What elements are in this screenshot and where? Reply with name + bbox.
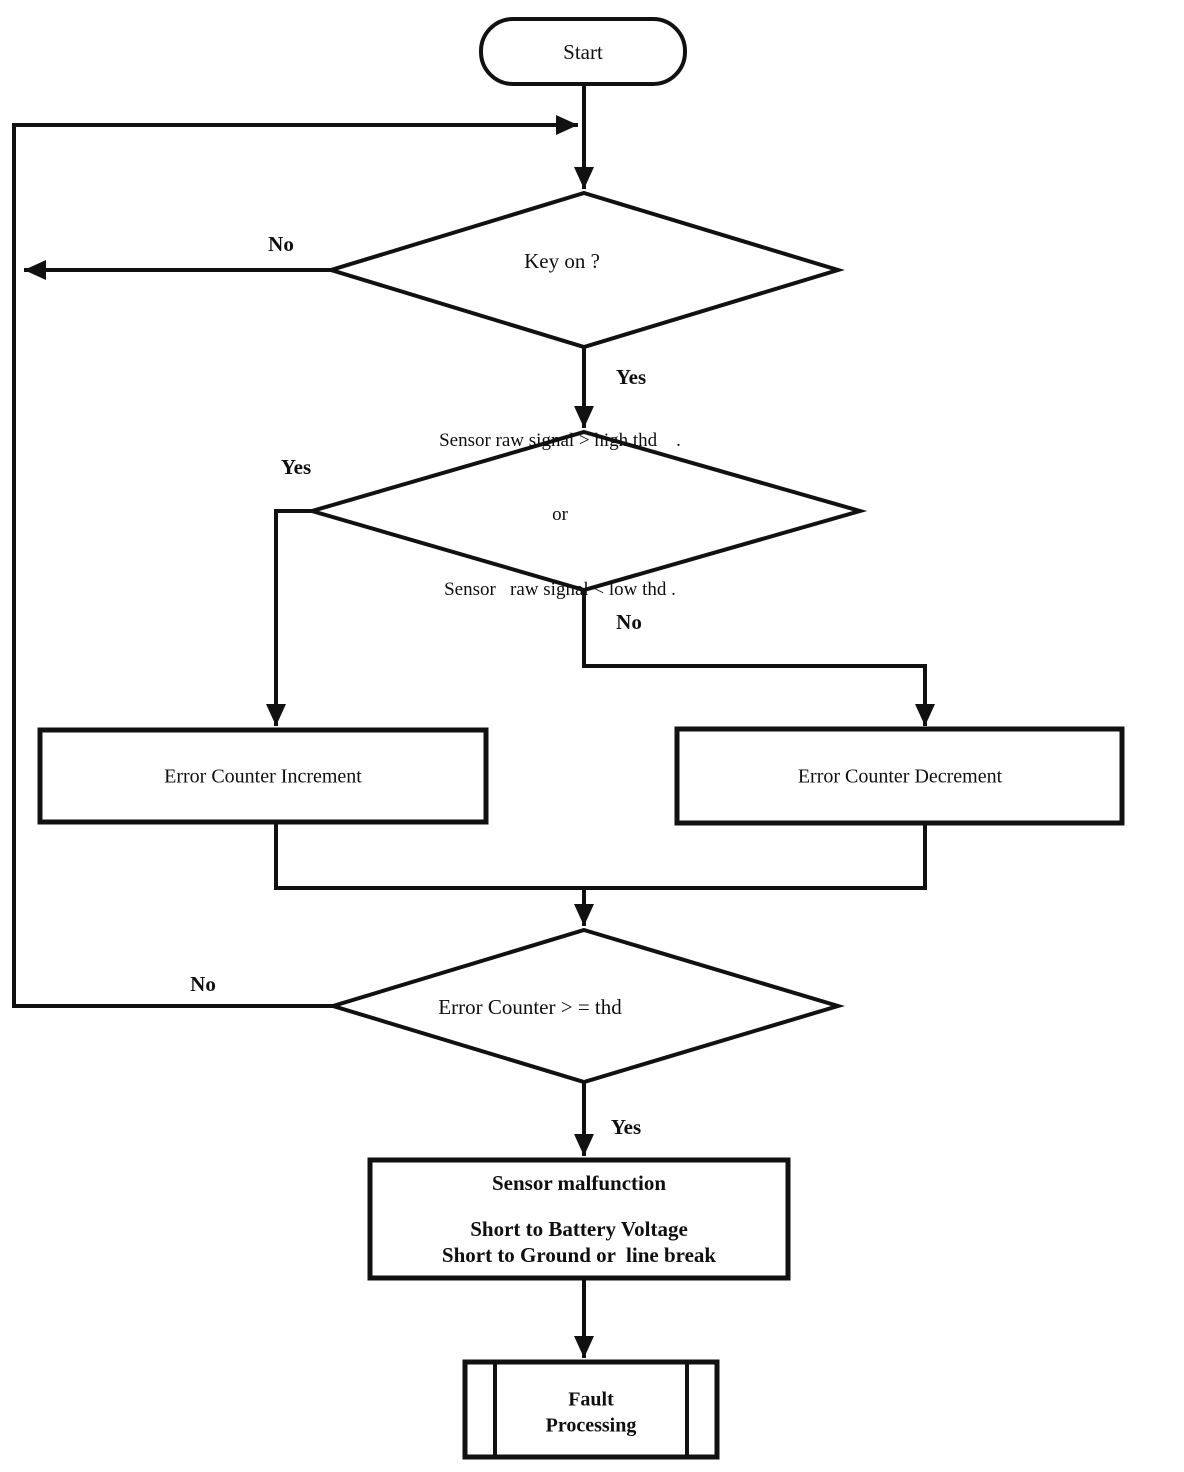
edge-threshold-no-loop bbox=[12, 115, 578, 1008]
malfunction-line3: Short to Ground or line break bbox=[441, 1242, 717, 1267]
threshold-yes-label: Yes bbox=[610, 1114, 642, 1139]
increment-label: Error Counter Increment bbox=[164, 765, 362, 788]
decrement-label: Error Counter Decrement bbox=[797, 765, 1003, 788]
sensor-check-label: Sensor raw signal > high thd . or Sensor… bbox=[439, 380, 681, 652]
fault-predefined-shape bbox=[462, 1359, 720, 1460]
increment-process-shape bbox=[37, 727, 489, 825]
threshold-label: Error Counter > = thd bbox=[438, 994, 622, 1019]
edge-sensor-no bbox=[582, 590, 935, 726]
threshold-decision-shape bbox=[326, 927, 845, 1085]
sensor-no-label: No bbox=[616, 609, 642, 634]
sensor-decision-shape bbox=[304, 429, 868, 593]
keyon-label: Key on ? bbox=[524, 248, 600, 273]
malfunction-process-shape bbox=[367, 1157, 791, 1281]
malfunction-title: Sensor malfunction bbox=[491, 1170, 667, 1195]
edge-sensor-yes bbox=[266, 509, 312, 726]
edge-decrement-out bbox=[584, 823, 927, 890]
start-terminator-shape bbox=[479, 17, 687, 86]
keyon-yes-label: Yes bbox=[615, 364, 647, 389]
decrement-process-shape bbox=[674, 726, 1125, 826]
sensor-check-line2: or bbox=[552, 504, 568, 526]
keyon-no-label: No bbox=[268, 231, 294, 256]
sensor-yes-label: Yes bbox=[280, 454, 312, 479]
fault-label-line1: Fault bbox=[568, 1388, 614, 1411]
sensor-check-line1: Sensor raw signal > high thd . bbox=[439, 430, 681, 452]
threshold-no-label: No bbox=[190, 971, 216, 996]
start-label: Start bbox=[563, 39, 603, 64]
sensor-check-line3: Sensor raw signal < low thd . bbox=[444, 578, 676, 600]
malfunction-line2: Short to Battery Voltage bbox=[470, 1216, 688, 1241]
edge-increment-out bbox=[274, 822, 584, 890]
keyon-decision-shape bbox=[324, 190, 845, 350]
fault-label-line2: Processing bbox=[545, 1414, 637, 1437]
